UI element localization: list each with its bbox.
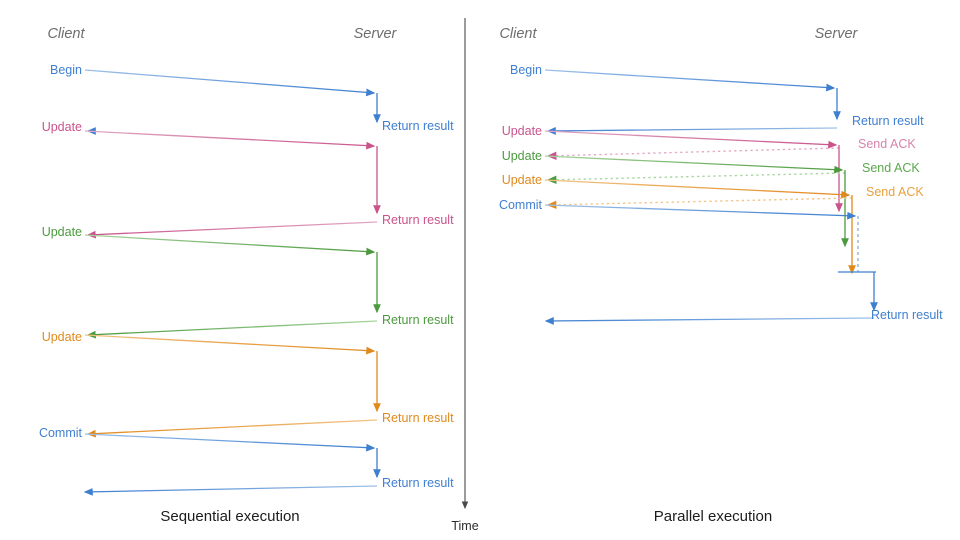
panel-parallel: Client Server [499, 26, 943, 525]
message-update-1-sequential [84, 130, 381, 239]
message-commit-parallel [544, 204, 878, 325]
caption-sequential: Sequential execution [160, 508, 299, 525]
message-update-3-sequential [84, 334, 381, 438]
label-return-result-update-1-sequential: Return result [382, 213, 454, 227]
response-arrow-update-2 [86, 320, 378, 339]
label-update-3-parallel: Update [502, 173, 542, 187]
label-commit-sequential: Commit [39, 426, 83, 440]
label-return-result-update-3-sequential: Return result [382, 411, 454, 425]
label-return-result-commit-sequential: Return result [382, 476, 454, 490]
label-begin-sequential: Begin [50, 63, 82, 77]
label-update-3-sequential: Update [42, 330, 82, 344]
ack-arrow-update-3-parallel [546, 197, 853, 210]
label-update-1-parallel: Update [502, 124, 542, 138]
lane-header-server-sequential: Server [354, 26, 398, 42]
panel-sequential: Client Server [39, 26, 454, 525]
request-arrow-update-1-parallel [544, 130, 838, 149]
label-send-ack-update-2-parallel: Send ACK [862, 161, 920, 175]
request-arrow-update-1 [84, 130, 376, 150]
label-update-2-sequential: Update [42, 225, 82, 239]
label-send-ack-update-3-parallel: Send ACK [866, 185, 924, 199]
ack-arrow-update-2-parallel [546, 172, 846, 185]
message-begin-parallel [544, 69, 841, 135]
label-send-ack-update-1-parallel: Send ACK [858, 137, 916, 151]
lane-header-client-sequential: Client [47, 26, 85, 42]
message-update-1-parallel [544, 130, 843, 213]
lane-header-server-parallel: Server [815, 26, 859, 42]
lane-header-client-parallel: Client [499, 26, 537, 42]
request-arrow-update-2 [84, 234, 376, 256]
request-arrow-commit-parallel [544, 204, 857, 220]
response-arrow-begin-parallel [546, 127, 838, 135]
time-axis-label: Time [451, 519, 478, 533]
message-update-2-sequential [84, 234, 381, 339]
message-update-3-parallel [544, 179, 856, 275]
label-update-1-sequential: Update [42, 120, 82, 134]
label-begin-parallel: Begin [510, 63, 542, 77]
response-arrow-update-3 [86, 419, 378, 438]
request-arrow-update-3-parallel [544, 179, 851, 199]
request-arrow-commit [84, 433, 376, 452]
response-arrow-commit-parallel [544, 317, 875, 325]
request-arrow-update-3 [84, 334, 376, 355]
label-return-result-begin-parallel: Return result [852, 114, 924, 128]
response-arrow-commit [83, 485, 378, 496]
request-arrow-update-2-parallel [544, 155, 844, 174]
response-arrow-update-1 [86, 221, 378, 239]
label-return-result-update-2-sequential: Return result [382, 313, 454, 327]
ack-arrow-update-1-parallel [546, 147, 840, 160]
label-return-result-commit-parallel: Return result [871, 308, 943, 322]
label-return-result-begin-sequential: Return result [382, 119, 454, 133]
message-begin-sequential [84, 69, 381, 135]
label-update-2-parallel: Update [502, 149, 542, 163]
request-arrow-begin [84, 69, 376, 97]
request-arrow-begin-parallel [544, 69, 836, 92]
time-axis: Time [451, 18, 479, 533]
message-update-2-parallel [544, 155, 849, 248]
label-commit-parallel: Commit [499, 198, 543, 212]
message-commit-sequential [83, 433, 381, 496]
caption-parallel: Parallel execution [654, 508, 772, 525]
